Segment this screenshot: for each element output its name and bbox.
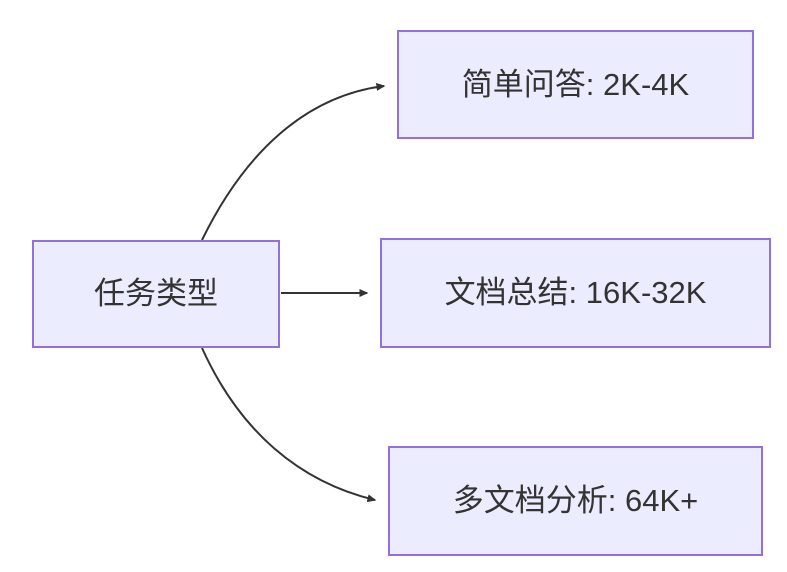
node-doc-summary-label: 文档总结: 16K-32K (444, 275, 707, 311)
node-doc-summary: 文档总结: 16K-32K (380, 238, 771, 348)
node-multi-doc-label: 多文档分析: 64K+ (452, 483, 699, 519)
node-simple-qa: 简单问答: 2K-4K (397, 30, 754, 139)
node-task-type-label: 任务类型 (94, 276, 218, 312)
node-multi-doc: 多文档分析: 64K+ (388, 446, 763, 556)
edge-root-to-simple-qa (201, 83, 386, 241)
edge-root-to-multi-doc (201, 347, 377, 503)
node-task-type: 任务类型 (32, 240, 280, 348)
node-simple-qa-label: 简单问答: 2K-4K (461, 66, 690, 102)
